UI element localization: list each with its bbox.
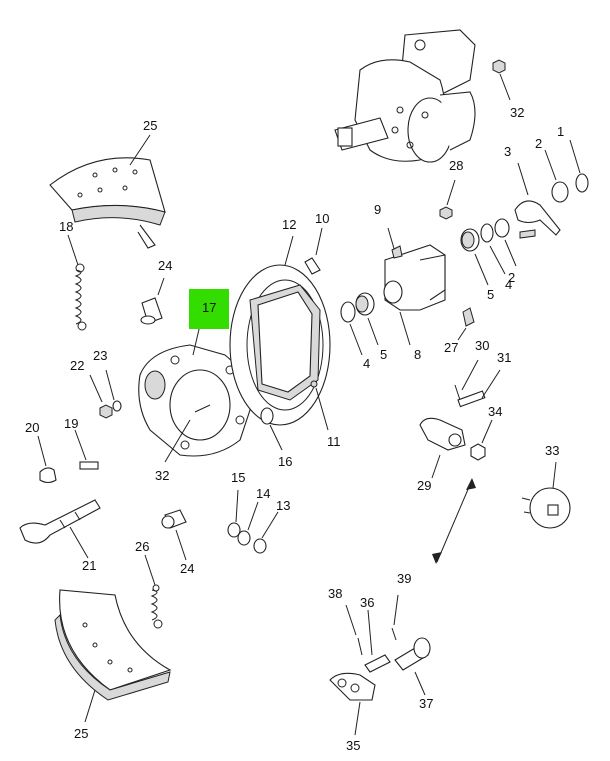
label-p17[interactable]: 17 (202, 300, 216, 315)
label-p27[interactable]: 27 (444, 340, 458, 355)
label-p39[interactable]: 39 (397, 571, 411, 586)
nut-34-drawing (470, 419, 493, 461)
label-p23[interactable]: 23 (93, 348, 107, 363)
label-p37[interactable]: 37 (419, 696, 433, 711)
label-p25a[interactable]: 25 (143, 118, 157, 133)
camshaft-21-drawing (19, 499, 101, 559)
spring-26-drawing (144, 554, 163, 629)
highlight-box-17 (189, 289, 229, 329)
label-p5a[interactable]: 5 (380, 347, 387, 362)
bushing-24-lower-drawing (161, 509, 187, 561)
label-p33[interactable]: 33 (545, 443, 559, 458)
label-p24b[interactable]: 24 (180, 561, 194, 576)
bushing-24-top-drawing (140, 277, 165, 325)
clevis-35-drawing (329, 672, 376, 736)
label-p26[interactable]: 26 (135, 539, 149, 554)
label-p12[interactable]: 12 (282, 217, 296, 232)
label-p25b[interactable]: 25 (74, 726, 88, 741)
label-p5b[interactable]: 5 (487, 287, 494, 302)
label-p3[interactable]: 3 (504, 144, 511, 159)
label-p29[interactable]: 29 (417, 478, 431, 493)
spring-18-drawing (67, 234, 87, 331)
fitting-27-drawing (457, 307, 475, 341)
label-p38[interactable]: 38 (328, 586, 342, 601)
label-p8[interactable]: 8 (414, 347, 421, 362)
label-p16[interactable]: 16 (278, 454, 292, 469)
bolt-22-23-drawing (89, 369, 122, 419)
pin-37-drawing (394, 637, 431, 696)
label-p15[interactable]: 15 (231, 470, 245, 485)
pins-30-31-drawing (454, 359, 501, 408)
pins-36-38-39-drawing (345, 594, 399, 673)
label-p2b[interactable]: 2 (508, 270, 515, 285)
lever-3-drawing (514, 139, 589, 239)
washers-right-drawing (460, 218, 517, 286)
label-p24a[interactable]: 24 (158, 258, 172, 273)
nut-28-drawing (439, 179, 456, 220)
label-p28[interactable]: 28 (449, 158, 463, 173)
label-p10[interactable]: 10 (315, 211, 329, 226)
brake-chamber-33-drawing (521, 461, 571, 529)
label-p22[interactable]: 22 (70, 358, 84, 373)
brake-spider-drawing (138, 324, 251, 463)
label-p35[interactable]: 35 (346, 738, 360, 753)
label-p30[interactable]: 30 (475, 338, 489, 353)
label-p31[interactable]: 31 (497, 350, 511, 365)
label-p21[interactable]: 21 (82, 558, 96, 573)
brake-shoe-bottom-drawing (54, 589, 172, 723)
label-p1[interactable]: 1 (557, 124, 564, 139)
label-p4b[interactable]: 4 (505, 277, 512, 292)
label-p18[interactable]: 18 (59, 219, 73, 234)
part-labels: 1 2 2 3 4 4 5 5 8 9 10 11 12 13 14 15 16… (25, 105, 564, 753)
nut-32-drawing (492, 59, 511, 101)
stop-20-drawing (37, 435, 57, 484)
label-p36[interactable]: 36 (360, 595, 374, 610)
label-p4a[interactable]: 4 (363, 356, 370, 371)
pin-10-drawing (304, 227, 323, 275)
washer-16-drawing (260, 407, 283, 451)
brake-shoe-top-drawing (49, 134, 166, 249)
label-p14[interactable]: 14 (256, 486, 270, 501)
label-p11[interactable]: 11 (327, 434, 341, 449)
camshaft-bracket-drawing (383, 227, 446, 346)
washers-13-15-drawing (227, 489, 279, 554)
label-p34[interactable]: 34 (488, 404, 502, 419)
bolt-19-drawing (74, 429, 99, 470)
washers-4-5-left-drawing (340, 292, 379, 356)
label-p19[interactable]: 19 (64, 416, 78, 431)
label-p20[interactable]: 20 (25, 420, 39, 435)
label-p2a[interactable]: 2 (535, 136, 542, 151)
label-p9[interactable]: 9 (374, 202, 381, 217)
dust-shield-drawing (229, 235, 331, 431)
label-p32b[interactable]: 32 (155, 468, 169, 483)
label-p13[interactable]: 13 (276, 498, 290, 513)
double-arrow (432, 478, 476, 564)
clevis-29-drawing (419, 417, 466, 479)
label-p32a[interactable]: 32 (510, 105, 524, 120)
steering-knuckle-drawing (334, 29, 476, 163)
